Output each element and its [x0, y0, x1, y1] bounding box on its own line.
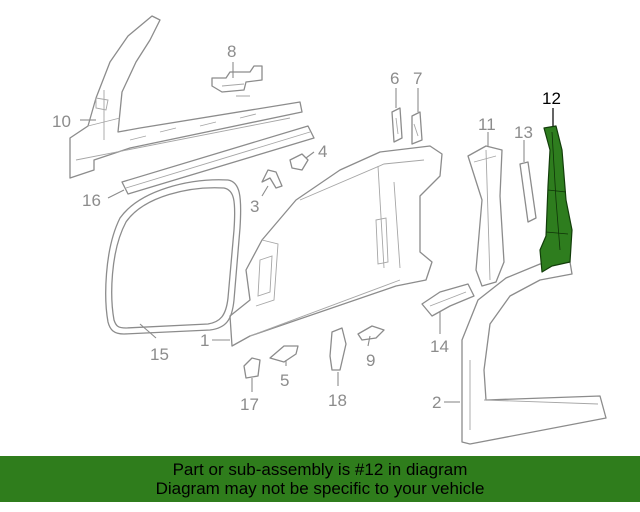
part-1-body-side[interactable] [229, 145, 443, 347]
callout-5: 5 [280, 371, 289, 390]
callout-16: 16 [82, 191, 101, 210]
callout-3: 3 [250, 197, 259, 216]
info-banner: Part or sub-assembly is #12 in diagram D… [0, 456, 640, 502]
callout-12: 12 [542, 89, 561, 108]
callout-9: 9 [366, 351, 375, 370]
part-16-reinforcement[interactable] [121, 125, 315, 195]
part-13-strip[interactable] [519, 161, 537, 223]
part-3-bracket[interactable] [261, 169, 283, 189]
part-2-outer-panel[interactable] [461, 261, 607, 445]
banner-line-1: Part or sub-assembly is #12 in diagram [172, 460, 468, 479]
banner-line-2: Diagram may not be specific to your vehi… [155, 479, 485, 498]
part-18-bracket[interactable] [329, 327, 347, 371]
part-10-inner-pillar[interactable] [69, 15, 303, 179]
part-12-highlighted-pillar[interactable] [539, 125, 573, 273]
callout-13: 13 [514, 123, 533, 142]
part-4-bracket[interactable] [289, 153, 309, 171]
parts-diagram: 10 8 16 15 3 4 6 7 1 5 17 18 9 11 13 14 … [52, 15, 607, 445]
part-15-weatherstrip[interactable] [105, 179, 242, 335]
callout-1: 1 [200, 331, 209, 350]
part-7-reinforcement[interactable] [411, 111, 423, 145]
callout-18: 18 [328, 391, 347, 410]
part-17-bracket[interactable] [243, 357, 261, 379]
callout-4: 4 [318, 142, 327, 161]
callout-2: 2 [432, 393, 441, 412]
callout-8: 8 [227, 42, 236, 61]
part-9-bracket[interactable] [357, 325, 385, 341]
callout-17: 17 [240, 395, 259, 414]
part-11-pillar[interactable] [467, 145, 505, 287]
part-5-bracket[interactable] [269, 345, 299, 363]
part-6-reinforcement[interactable] [391, 107, 403, 143]
part-8-bracket[interactable] [211, 65, 263, 97]
callout-6: 6 [390, 69, 399, 88]
callout-15: 15 [150, 345, 169, 364]
part-14-bracket[interactable] [421, 283, 475, 317]
callout-10: 10 [52, 112, 71, 131]
callout-14: 14 [430, 337, 449, 356]
callout-7: 7 [413, 69, 422, 88]
callout-11: 11 [478, 115, 496, 134]
